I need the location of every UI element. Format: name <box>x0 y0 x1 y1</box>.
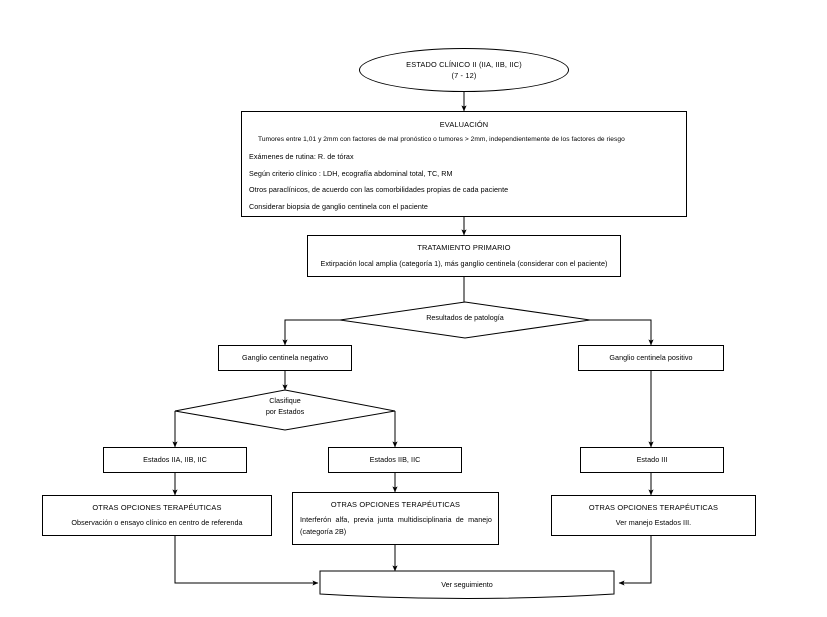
node-tratamiento-title: TRATAMIENTO PRIMARIO <box>417 243 511 253</box>
node-estados-iib[interactable]: Estados IIB, IIC <box>328 447 462 473</box>
node-opciones-izquierda[interactable]: OTRAS OPCIONES TERAPÉUTICAS Observación … <box>42 495 272 536</box>
node-evaluacion-title: EVALUACIÓN <box>439 120 489 129</box>
edge-resultados-positivo <box>590 319 654 346</box>
edge-resultados-negativo <box>282 319 340 346</box>
node-ganglio-negativo-label: Ganglio centinela negativo <box>241 353 328 363</box>
node-estados-iia[interactable]: Estados IIA, IIB, IIC <box>103 447 247 473</box>
node-estados-iia-label: Estados IIA, IIB, IIC <box>143 455 207 465</box>
node-ganglio-negativo[interactable]: Ganglio centinela negativo <box>218 345 352 371</box>
edge-opciones-izq-seguimiento <box>174 536 319 586</box>
node-opciones-der-line1: Ver manejo Estados III. <box>615 517 692 527</box>
node-start[interactable]: ESTADO CLÍNICO II (IIA, IIB, IIC) (7 - 1… <box>359 48 569 92</box>
node-start-line1: ESTADO CLÍNICO II (IIA, IIB, IIC) <box>406 59 522 69</box>
node-evaluacion-line-2: Exámenes de rutina: R. de tórax <box>249 152 354 162</box>
node-tratamiento-line: Extirpación local amplia (categoría 1), … <box>320 258 608 268</box>
node-opciones-centro-line1: Interferón alfa, previa junta multidisci… <box>300 515 492 525</box>
node-seguimiento-label: Ver seguimiento <box>441 580 493 589</box>
node-tratamiento-primario[interactable]: TRATAMIENTO PRIMARIO Extirpación local a… <box>307 235 621 277</box>
node-opciones-derecha[interactable]: OTRAS OPCIONES TERAPÉUTICAS Ver manejo E… <box>551 495 756 536</box>
node-estado-iii-label: Estado III <box>636 455 668 465</box>
node-evaluacion-line-4: Otros paraclínicos, de acuerdo con las c… <box>249 185 509 195</box>
node-opciones-centro-line2: (categoría 2B) <box>300 527 347 537</box>
node-opciones-der-title: OTRAS OPCIONES TERAPÉUTICAS <box>588 503 719 513</box>
node-estados-iib-label: Estados IIB, IIC <box>369 455 421 465</box>
node-evaluacion-line-1: Tumores entre 1,01 y 2mm con factores de… <box>258 136 625 144</box>
node-estado-iii[interactable]: Estado III <box>580 447 724 473</box>
node-opciones-izq-line1: Observación o ensayo clínico en centro d… <box>71 517 243 527</box>
node-evaluacion-line-3: Según criterio clínico : LDH, ecografía … <box>249 168 453 178</box>
node-evaluacion-line-5: Considerar biopsia de ganglio centinela … <box>249 202 428 212</box>
edge-opciones-der-seguimiento <box>618 536 652 586</box>
node-ganglio-positivo[interactable]: Ganglio centinela positivo <box>578 345 724 371</box>
node-opciones-centro-title: OTRAS OPCIONES TERAPÉUTICAS <box>330 500 461 509</box>
node-opciones-centro[interactable]: OTRAS OPCIONES TERAPÉUTICAS Interferón a… <box>292 492 499 545</box>
node-ganglio-positivo-label: Ganglio centinela positivo <box>609 353 693 363</box>
node-opciones-izq-title: OTRAS OPCIONES TERAPÉUTICAS <box>92 503 222 513</box>
node-evaluacion[interactable]: EVALUACIÓN Tumores entre 1,01 y 2mm con … <box>241 111 687 217</box>
node-start-line2: (7 - 12) <box>451 71 477 80</box>
